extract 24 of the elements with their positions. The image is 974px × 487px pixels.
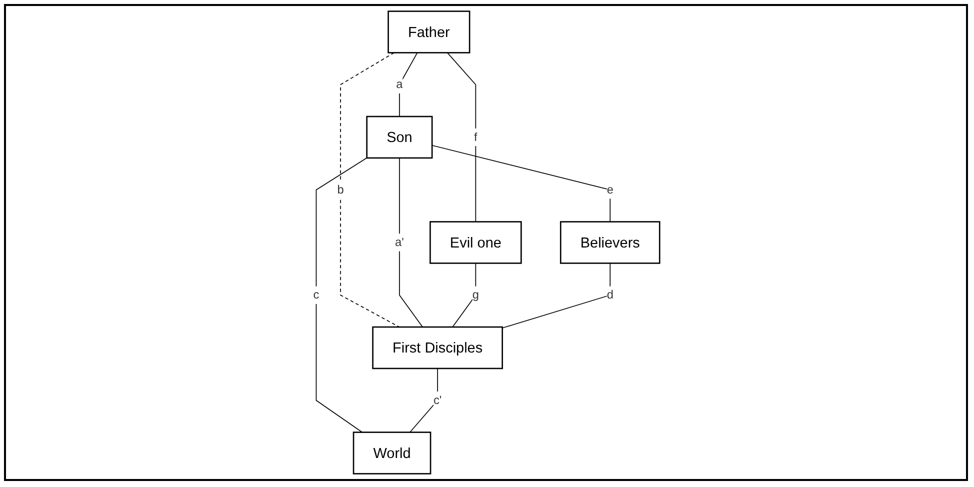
node-box: First Disciples [372,326,503,370]
connector [398,52,418,117]
connector [315,157,367,433]
node-box: World [352,432,431,474]
connector [340,52,400,328]
connector [446,52,476,222]
node-box: Believers [560,221,660,264]
node-box: Son [366,116,432,159]
edge-label: a [396,78,402,91]
connector [452,262,476,328]
edge-label: f [474,130,477,144]
connector [398,158,423,328]
node-box: Evil one [429,221,522,264]
edge-label: e [606,182,613,196]
edge-label: b [336,182,344,196]
edge-label: g [472,288,479,302]
node-box: Father [387,10,470,54]
edge-label: c' [433,393,442,407]
connector [431,144,610,222]
edge-label: a' [394,236,404,249]
edge-label: d [606,288,613,302]
edge-label: c [312,288,319,302]
connector [409,368,438,433]
connector [501,262,610,328]
